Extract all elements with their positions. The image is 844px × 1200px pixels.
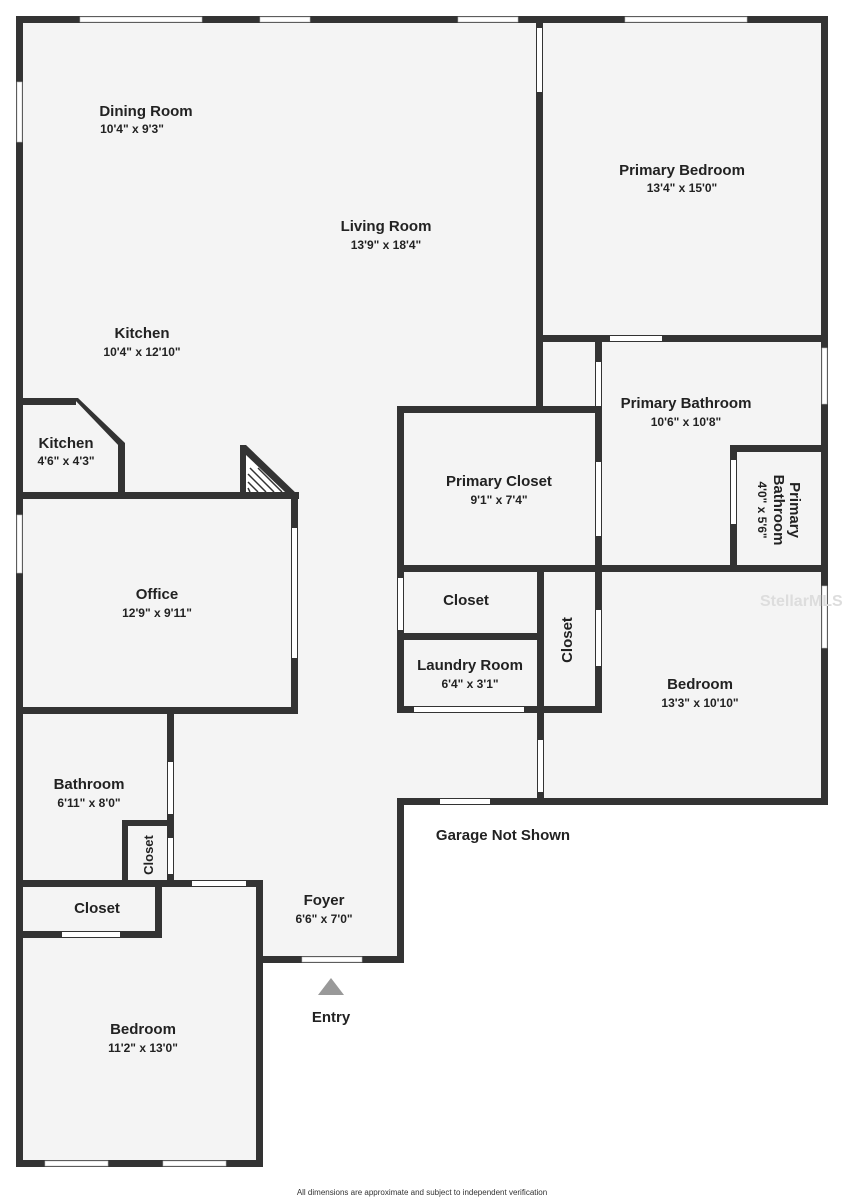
living-room-dims: 13'9" x 18'4" — [351, 238, 421, 252]
bedroom-left-name: Bedroom — [110, 1021, 176, 1038]
office-dims: 12'9" x 9'11" — [122, 606, 192, 620]
primary-bathroom-small-dims: 4'0" x 5'6" — [755, 481, 769, 538]
closet-small-name: Closet — [141, 834, 156, 874]
closet-mid-name: Closet — [443, 592, 489, 609]
bathroom-name: Bathroom — [54, 776, 125, 793]
kitchen-small-dims: 4'6" x 4'3" — [37, 454, 94, 468]
bedroom-right-name: Bedroom — [667, 676, 733, 693]
primary-bathroom-small-name2: Bathroom — [770, 475, 787, 546]
disclaimer: All dimensions are approximate and subje… — [297, 1188, 547, 1197]
office-name: Office — [136, 586, 179, 603]
foyer-name: Foyer — [304, 892, 345, 909]
garage-note: Garage Not Shown — [436, 827, 570, 844]
closet-left-name: Closet — [74, 900, 120, 917]
kitchen-name: Kitchen — [114, 325, 169, 342]
primary-bathroom-dims: 10'6" x 10'8" — [651, 415, 721, 429]
primary-bathroom-small-name1: Primary — [786, 482, 803, 539]
closet-vertical-name: Closet — [559, 617, 576, 663]
primary-bathroom-name: Primary Bathroom — [621, 395, 752, 412]
laundry-room-dims: 6'4" x 3'1" — [441, 677, 498, 691]
bathroom-dims: 6'11" x 8'0" — [57, 796, 120, 810]
windows — [16, 16, 828, 1167]
primary-bedroom-name: Primary Bedroom — [619, 162, 745, 179]
primary-closet-dims: 9'1" x 7'4" — [470, 493, 527, 507]
dining-room-dims: 10'4" x 9'3" — [100, 122, 164, 136]
foyer-dims: 6'6" x 7'0" — [295, 912, 352, 926]
kitchen-dims: 10'4" x 12'10" — [103, 345, 180, 359]
kitchen-small-name: Kitchen — [38, 435, 93, 452]
primary-closet-name: Primary Closet — [446, 473, 552, 490]
primary-bathroom-small-label: Primary Bathroom 4'0" x 5'6" — [755, 475, 803, 546]
stair-hatch — [240, 445, 298, 495]
entry-label: Entry — [312, 1009, 351, 1026]
dining-room-name: Dining Room — [99, 103, 192, 120]
laundry-room-name: Laundry Room — [417, 657, 523, 674]
living-room-name: Living Room — [341, 218, 432, 235]
primary-bedroom-dims: 13'4" x 15'0" — [647, 181, 717, 195]
bedroom-right-dims: 13'3" x 10'10" — [661, 696, 738, 710]
door-openings — [62, 28, 736, 937]
entry-arrow-icon — [318, 978, 344, 995]
watermark: StellarMLS — [760, 593, 843, 610]
bedroom-left-dims: 11'2" x 13'0" — [108, 1041, 178, 1055]
floor-area — [19, 19, 827, 1165]
